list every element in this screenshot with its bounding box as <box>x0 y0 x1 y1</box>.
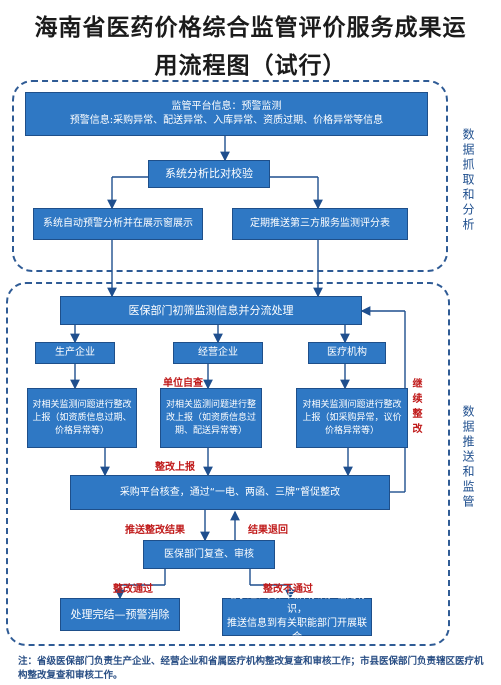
label-pass: 整改通过 <box>113 584 153 595</box>
page-title-line2: 用流程图（试行） <box>154 53 347 79</box>
system-compare-box: 系统分析比对校验 <box>148 160 270 188</box>
auto-warning-box: 系统自动预警分析并在展示窗展示 <box>33 208 203 240</box>
label-rectify-report: 整改上报 <box>155 462 195 473</box>
third-party-report-box: 定期推送第三方服务监测评分表 <box>232 208 408 240</box>
penalty-line1: 给予红、黄、白牌标识，信用标识， <box>227 590 367 615</box>
hospital-report-box: 对相关监测问题进行整改上报（如采购异常，议价价格异常等） <box>296 388 408 448</box>
label-unit-self-check: 单位自查 <box>163 378 203 389</box>
label-result-return: 结果退回 <box>248 525 288 536</box>
label-fail: 整改不通过 <box>263 584 313 595</box>
platform-monitor-title: 监管平台信息：预警监测 <box>171 101 282 112</box>
section-label-push: 数据推送和监管 <box>461 405 475 510</box>
finish-box: 处理完结—预警消除 <box>60 598 180 631</box>
distributor-report-box: 对相关监测问题进行整改上报（如资质信息过期、配送异常等） <box>160 388 262 448</box>
section-label-capture: 数据抓取和分析 <box>461 128 475 233</box>
footnote: 注：省级医保部门负责生产企业、经营企业和省属医疗机构整改复查和审核工作；市县医保… <box>18 656 484 681</box>
label-push-result: 推送整改结果 <box>125 525 185 536</box>
page-title: 海南省医药价格综合监管评价服务成果运 <box>34 15 467 41</box>
distributor-box: 经营企业 <box>173 342 263 364</box>
platform-monitor-detail: 预警信息:采购异常、配送异常、入库异常、资质过期、价格异常等信息 <box>69 115 384 126</box>
label-continue-rectify: 继续整改 <box>410 378 421 438</box>
penalty-line2: 推送信息到有关职能部门开展联合 <box>227 618 367 643</box>
review-box: 医保部门复查、审核 <box>143 540 275 569</box>
medical-dept-screening-box: 医保部门初筛监测信息并分流处理 <box>60 296 362 325</box>
penalty-box: 给予红、黄、白牌标识，信用标识， 推送信息到有关职能部门开展联合 <box>222 590 372 643</box>
platform-monitor-box: 监管平台信息：预警监测 预警信息:采购异常、配送异常、入库异常、资质过期、价格异… <box>25 92 428 136</box>
data-capture-section <box>12 80 448 272</box>
producer-report-box: 对相关监测问题进行整改上报（如资质信息过期、价格异常等） <box>27 388 137 448</box>
hospital-box: 医疗机构 <box>308 342 386 364</box>
purchase-check-box: 采购平台核查，通过“一电、两函、三牌”督促整改 <box>70 475 390 510</box>
producer-box: 生产企业 <box>35 342 115 364</box>
data-push-section <box>6 282 450 646</box>
